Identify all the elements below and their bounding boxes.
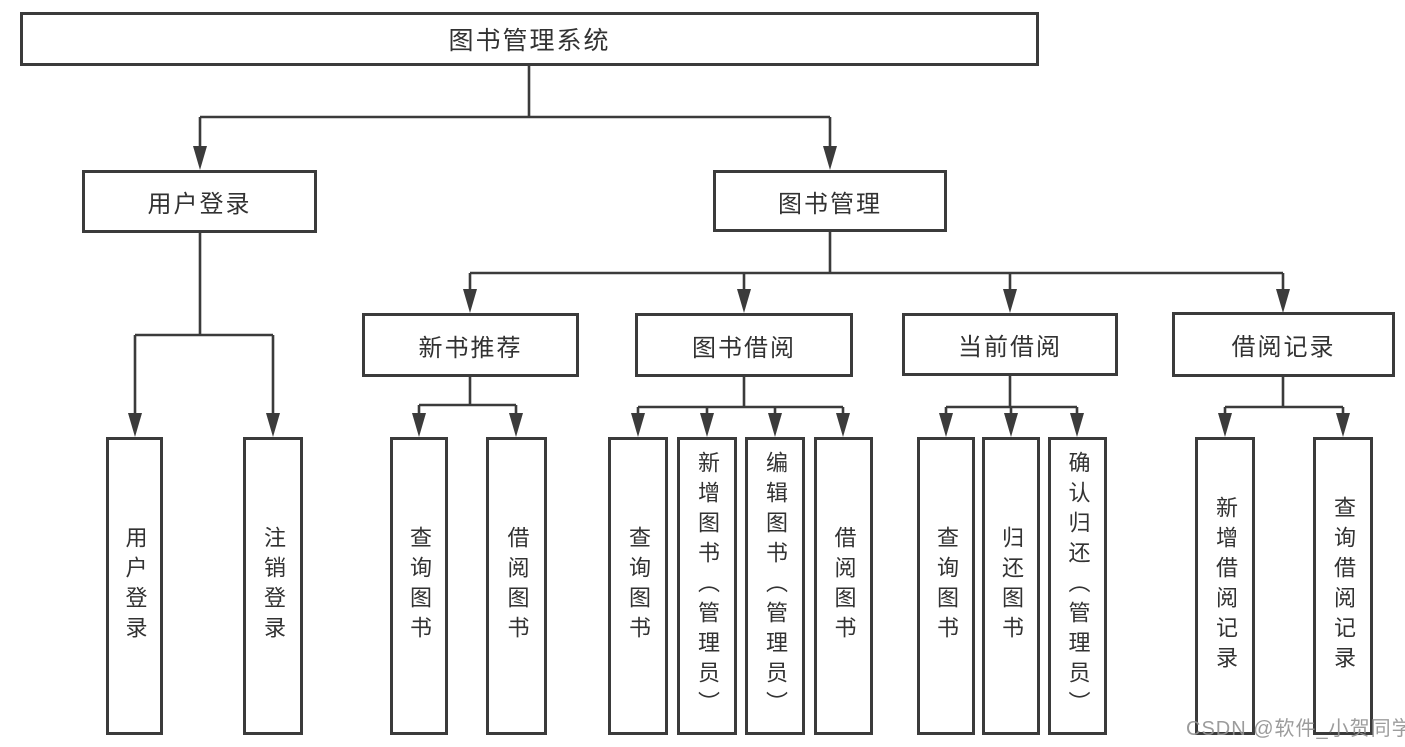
node-library-management-system: 图书管理系统 [20, 12, 1039, 66]
leaf-logout: 注销登录 [243, 437, 303, 735]
leaf-query-books-current-label: 查询图书 [934, 526, 959, 646]
node-book-borrowing: 图书借阅 [635, 313, 853, 377]
node-new-book-recommendation: 新书推荐 [362, 313, 579, 377]
leaf-user-login-label: 用户登录 [122, 526, 148, 646]
connector-book-management [463, 232, 1290, 313]
leaf-borrow-books: 借阅图书 [814, 437, 873, 735]
leaf-query-books-borrowing-label: 查询图书 [626, 526, 651, 646]
leaf-return-books-label: 归还图书 [999, 526, 1024, 646]
leaf-edit-books-admin: 编辑图书（管理员） [745, 437, 805, 735]
node-borrowing-records: 借阅记录 [1172, 312, 1395, 377]
leaf-confirm-return-admin: 确认归还（管理员） [1048, 437, 1107, 735]
node-current-borrowing: 当前借阅 [902, 313, 1118, 376]
leaf-query-books-current: 查询图书 [917, 437, 975, 735]
csdn-watermark: CSDN @软件_小贺同学 [1186, 718, 1405, 740]
leaf-confirm-return-admin-label: 确认归还（管理员） [1065, 451, 1091, 721]
leaf-add-borrow-record-label: 新增借阅记录 [1213, 496, 1238, 676]
leaf-logout-label: 注销登录 [261, 526, 286, 646]
leaf-query-borrow-record: 查询借阅记录 [1313, 437, 1373, 735]
leaf-add-books-admin: 新增图书（管理员） [677, 437, 737, 735]
connector-user-login [128, 233, 280, 437]
leaf-add-borrow-record: 新增借阅记录 [1195, 437, 1255, 735]
leaf-return-books: 归还图书 [982, 437, 1040, 735]
leaf-query-borrow-record-label: 查询借阅记录 [1331, 496, 1356, 676]
connector-new-book-recommendation [412, 377, 523, 437]
node-book-management: 图书管理 [713, 170, 947, 232]
leaf-edit-books-admin-label: 编辑图书（管理员） [763, 451, 788, 721]
connector-current-borrowing [939, 376, 1084, 437]
leaf-query-books-recommend: 查询图书 [390, 437, 448, 735]
connector-borrowing-records [1218, 377, 1350, 437]
leaf-add-books-admin-label: 新增图书（管理员） [695, 451, 720, 721]
leaf-query-books-borrowing: 查询图书 [608, 437, 668, 735]
connector-root [193, 66, 837, 170]
leaf-borrow-books-label: 借阅图书 [831, 526, 857, 646]
connector-book-borrowing [631, 377, 850, 437]
node-user-login: 用户登录 [82, 170, 317, 233]
leaf-user-login: 用户登录 [106, 437, 163, 735]
leaf-borrow-books-recommend: 借阅图书 [486, 437, 547, 735]
leaf-borrow-books-recommend-label: 借阅图书 [504, 526, 530, 646]
leaf-query-books-recommend-label: 查询图书 [407, 526, 432, 646]
